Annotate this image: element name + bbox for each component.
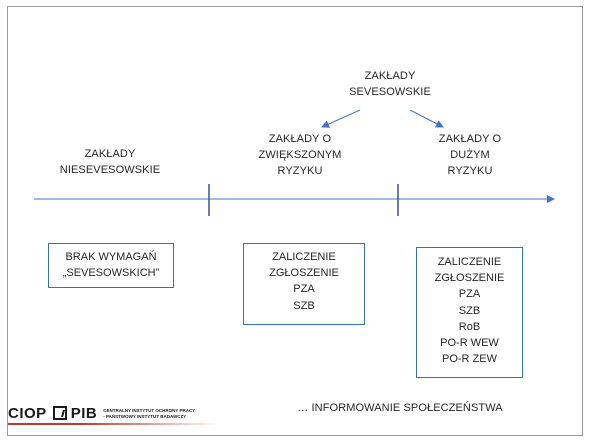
non-seveso-requirements-box: BRAK WYMAGAŃ „SEVESOWSKICH” xyxy=(48,243,174,288)
requirement-item: BRAK WYMAGAŃ xyxy=(65,251,157,263)
increased-risk-heading: ZAKŁADY O ZWIĘKSZONYM RYZYKU xyxy=(250,131,350,179)
arrow-to-high-risk xyxy=(409,109,444,128)
arrow-to-increased-risk xyxy=(321,109,361,128)
seveso-establishments-label: ZAKŁADY SEVESOWSKIE xyxy=(345,68,435,100)
heading-line: NIESEVESOWSKIE xyxy=(59,164,161,176)
requirement-item: „SEVESOWSKICH” xyxy=(62,267,160,280)
logo-subtitle: CENTRALNY INSTYTUT OCHRONY PRACY - PAŃST… xyxy=(103,408,195,420)
logo-emblem-icon xyxy=(52,406,67,420)
non-seveso-heading: ZAKŁADY NIESEVESOWSKIE xyxy=(50,146,170,178)
requirement-item: ZALICZENIE xyxy=(272,251,336,263)
logo-word-pib: PIB xyxy=(70,405,98,422)
label-line: SEVESOWSKIE xyxy=(349,86,431,98)
requirement-item: PO-R ZEW xyxy=(442,353,497,366)
logo-subtitle-line: - PAŃSTWOWY INSTYTUT BADAWCZY xyxy=(103,414,187,419)
requirement-item: SZB xyxy=(458,304,481,317)
increased-risk-requirements-box: ZALICZENIE ZGŁOSZENIE PZA SZB xyxy=(243,243,365,325)
public-information-note: … INFORMOWANIE SPOŁECZEŃSTWA xyxy=(297,402,503,414)
high-risk-requirements-box: ZALICZENIE ZGŁOSZENIE PZA SZB RoB PO-R W… xyxy=(416,247,523,378)
heading-line: RYZYKU xyxy=(447,165,493,177)
heading-line: DUŻYM xyxy=(450,149,490,161)
ciop-pib-logo: CIOP PIB CENTRALNY INSTYTUT OCHRONY PRAC… xyxy=(8,399,195,421)
high-risk-heading: ZAKŁADY O DUŻYM RYZYKU xyxy=(420,131,520,179)
requirement-item: PO-R WEW xyxy=(440,337,499,350)
requirement-item: PZA xyxy=(458,288,481,301)
logo-subtitle-line: CENTRALNY INSTYTUT OCHRONY PRACY xyxy=(103,408,196,413)
heading-line: ZAKŁADY O xyxy=(438,133,502,145)
footer-accent-line xyxy=(8,423,218,425)
heading-line: ZAKŁADY xyxy=(84,148,136,160)
requirement-item: SZB xyxy=(293,299,315,312)
label-line: ZAKŁADY xyxy=(364,70,416,82)
heading-line: ZAKŁADY O xyxy=(268,133,332,145)
requirement-item: ZALICZENIE xyxy=(437,256,502,268)
requirement-item: RoB xyxy=(458,320,481,333)
requirement-item: ZGŁOSZENIE xyxy=(434,272,505,285)
heading-line: RYZYKU xyxy=(277,165,323,177)
requirement-item: ZGŁOSZENIE xyxy=(269,267,339,280)
logo-word-ciop: CIOP xyxy=(8,405,47,422)
requirement-item: PZA xyxy=(293,283,315,296)
heading-line: ZWIĘKSZONYM xyxy=(258,149,342,161)
